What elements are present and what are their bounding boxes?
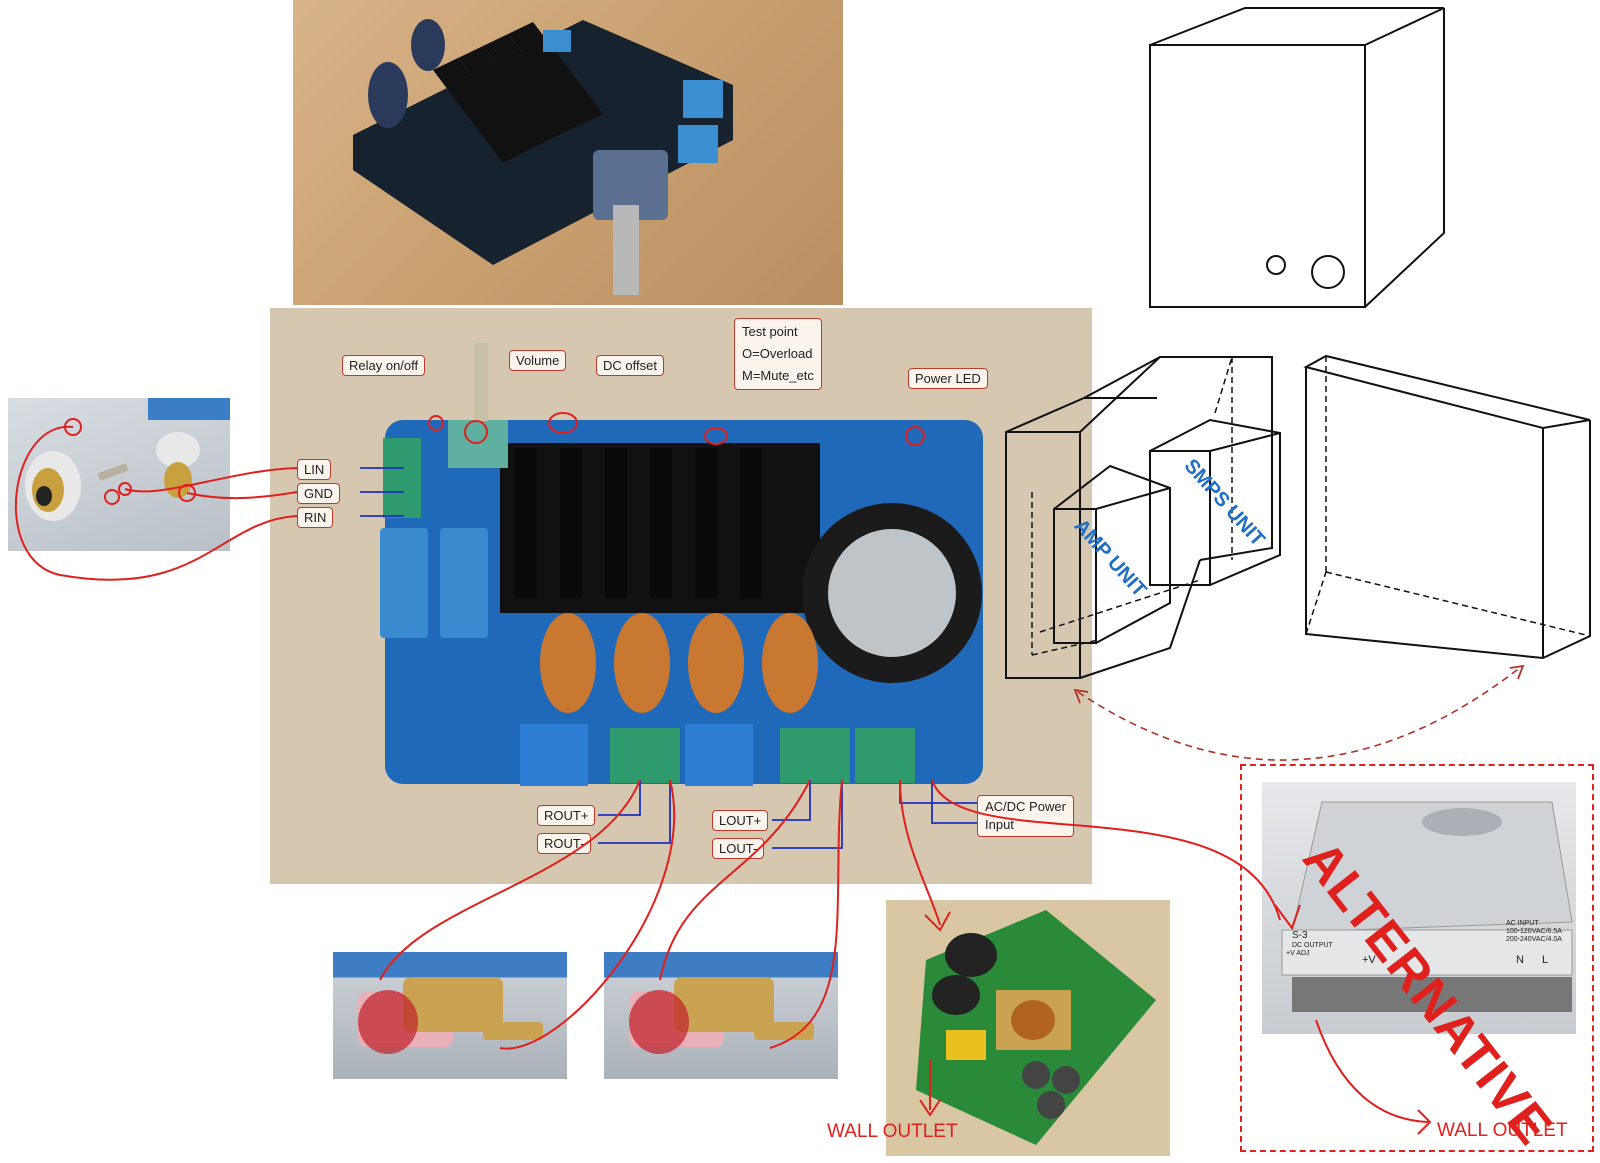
lout-minus-callout: LOUT-: [712, 838, 765, 859]
lout-plus-callout: LOUT+: [712, 810, 769, 831]
power-input-line-2: Input: [985, 817, 1014, 832]
psu-dc-output-text: DC OUTPUT: [1292, 942, 1333, 949]
assembly-arrow: [1077, 665, 1523, 761]
test-point-callout: Test point O=Overload M=Mute_etc: [734, 318, 822, 390]
test-point-line-1: Test point: [742, 324, 798, 339]
relay-callout: Relay on/off: [342, 355, 426, 376]
left-speaker-posts-photo: [604, 952, 838, 1079]
psu-ac-input-1: 100-120VAC/6.5A: [1506, 928, 1562, 935]
wall-outlet-left-label: WALL OUTLET: [827, 1121, 958, 1142]
rin-callout: RIN: [297, 507, 334, 528]
volume-callout: Volume: [509, 350, 567, 371]
back-panel: [1303, 354, 1591, 660]
right-speaker-posts-photo: [333, 952, 567, 1079]
alternative-frame: [1240, 764, 1594, 1152]
gnd-callout: GND: [297, 483, 340, 504]
open-enclosure-hidden-edges: [1031, 356, 1233, 656]
psu-adj-text: +V ADJ: [1286, 950, 1310, 957]
psu-l-text: L: [1542, 954, 1549, 966]
closed-enclosure: [1149, 7, 1445, 308]
rout-plus-callout: ROUT+: [537, 805, 596, 826]
test-point-line-3: M=Mute_etc: [742, 368, 814, 383]
wall-outlet-right-label: WALL OUTLET: [1437, 1120, 1568, 1141]
psu-plus-v-text: +V: [1362, 954, 1376, 966]
amplifier-board-photo: [293, 0, 843, 305]
dc-offset-callout: DC offset: [596, 355, 664, 376]
psu-ac-input-title: AC INPUT: [1506, 920, 1539, 927]
right-speaker-posts-illustration: [358, 977, 543, 1054]
power-led-callout: Power LED: [908, 368, 988, 389]
smps-board-illustration: [916, 910, 1156, 1145]
meanwell-psu-illustration: [1281, 801, 1573, 1012]
rca-jacks-illustration: [25, 398, 230, 521]
psu-n-text: N: [1516, 954, 1524, 966]
power-input-line-1: AC/DC Power: [985, 799, 1066, 814]
test-point-line-2: O=Overload: [742, 346, 813, 361]
signal-wires: [360, 467, 977, 849]
amplifier-board-illustration: [353, 19, 733, 295]
smps-board-photo: [886, 900, 1170, 1156]
main-board-illustration: [380, 343, 983, 786]
left-speaker-posts-illustration: [629, 977, 814, 1054]
amp-unit-box: [1053, 464, 1171, 644]
psu-model-text: S-3: [1292, 930, 1308, 941]
smps-unit-box: [1149, 418, 1281, 586]
rca-jacks-photo: [8, 398, 230, 551]
main-board-photo: [270, 308, 1092, 884]
psu-ac-input-2: 200-240VAC/4.0A: [1506, 936, 1562, 943]
connection-wires: [15, 418, 1432, 1135]
back-panel-hidden-edges: [1305, 356, 1591, 637]
meanwell-psu-photo: S-3 DC OUTPUT +V ADJ AC INPUT 100-120VAC…: [1262, 782, 1576, 1034]
lin-callout: LIN: [297, 459, 332, 480]
open-enclosure-front: [1005, 356, 1273, 679]
